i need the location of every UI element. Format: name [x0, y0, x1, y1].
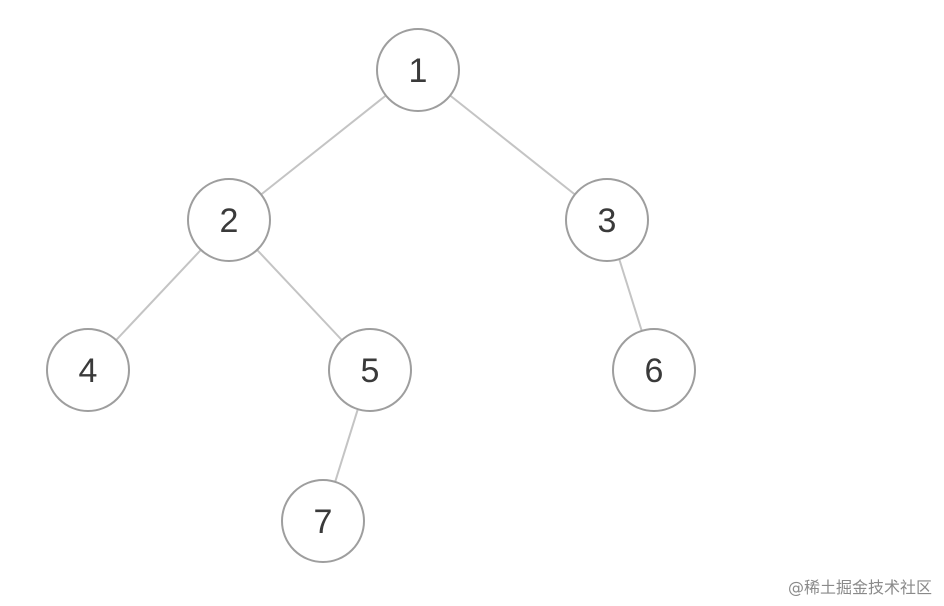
tree-node-3: 3	[565, 178, 649, 262]
edge-3-6	[618, 258, 643, 332]
node-circle	[46, 328, 130, 412]
corner-watermark: @稀土掘金技术社区	[787, 578, 932, 597]
tree-node-6: 6	[612, 328, 696, 412]
node-circle	[328, 328, 412, 412]
node-circle	[187, 178, 271, 262]
edge-1-3	[449, 94, 576, 196]
tree-node-4: 4	[46, 328, 130, 412]
node-label: 2	[220, 202, 239, 240]
edge-2-4	[115, 249, 202, 341]
node-circle	[376, 28, 460, 112]
tree-node-5: 5	[328, 328, 412, 412]
node-circle	[565, 178, 649, 262]
edge-2-5	[256, 249, 343, 341]
tree-node-7: 7	[281, 479, 365, 563]
node-label: 1	[409, 52, 428, 90]
node-label: 5	[361, 352, 380, 390]
tree-nodes: 1 2 3 4 5 6 7	[46, 28, 696, 563]
node-label: 4	[79, 352, 98, 390]
tree-edges	[115, 94, 643, 483]
edge-5-7	[334, 408, 359, 483]
tree-node-2: 2	[187, 178, 271, 262]
node-label: 7	[314, 503, 333, 541]
node-label: 6	[645, 352, 664, 390]
node-label: 3	[598, 202, 617, 240]
node-circle	[281, 479, 365, 563]
edge-1-2	[260, 94, 387, 196]
node-circle	[612, 328, 696, 412]
tree-node-1: 1	[376, 28, 460, 112]
